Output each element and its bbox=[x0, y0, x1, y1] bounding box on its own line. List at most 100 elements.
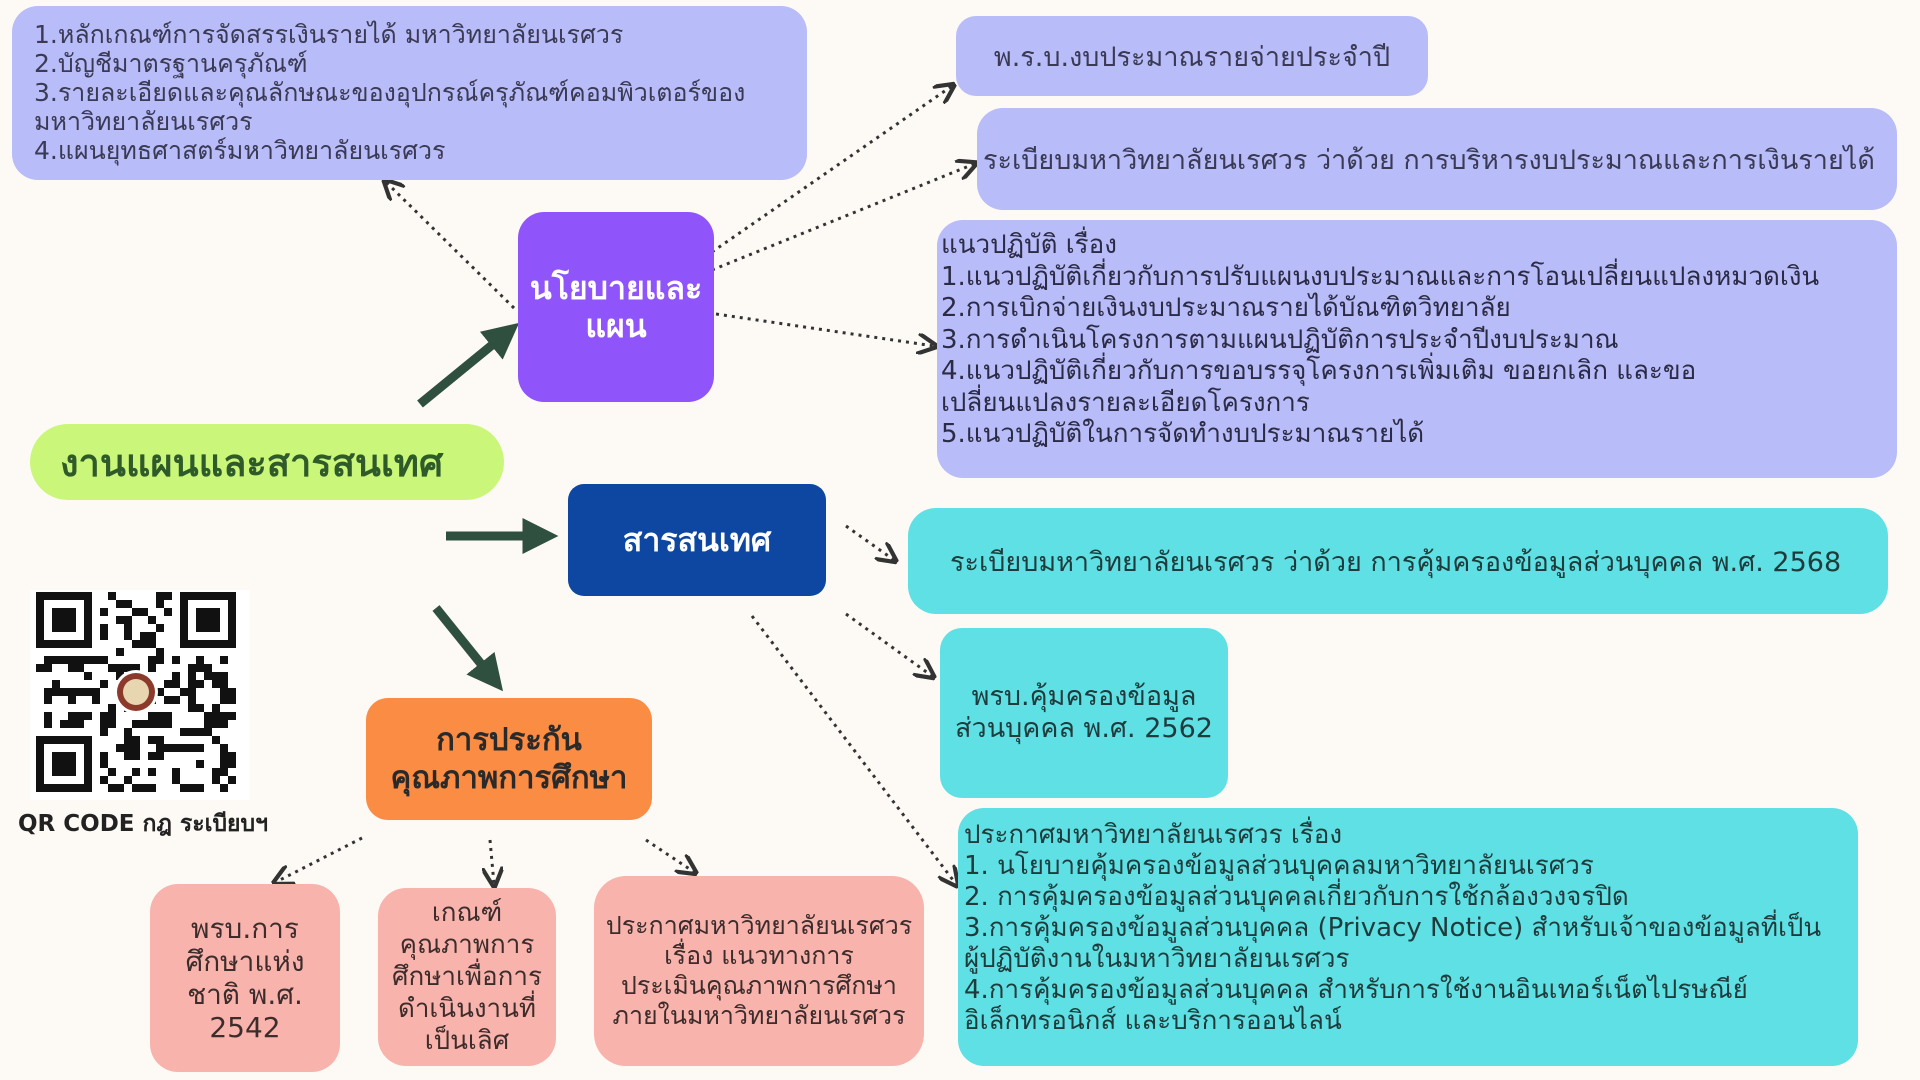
qr-code[interactable] bbox=[30, 590, 250, 800]
qr-module bbox=[132, 608, 140, 616]
education-act-box: พรบ.การ ศึกษาแห่ง ชาติ พ.ศ. 2542 bbox=[150, 884, 340, 1072]
pdpa-announcement-box: ประกาศมหาวิทยาลัยนเรศวร เรื่อง 1. นโยบาย… bbox=[958, 808, 1858, 1066]
qr-module bbox=[180, 784, 188, 792]
practice-item: 5.แนวปฏิบัติในการจัดทำงบประมาณรายได้ bbox=[941, 419, 1425, 449]
qr-module bbox=[84, 712, 92, 720]
qr-module bbox=[60, 720, 68, 728]
arrow-it-to-pdpa-act bbox=[845, 612, 932, 676]
budget-regulation-text: ระเบียบมหาวิทยาลัยนเรศวร ว่าด้วย การบริห… bbox=[983, 144, 1875, 176]
qr-code-image[interactable] bbox=[30, 590, 250, 800]
policy-doc-item: 3.รายละเอียดและคุณลักษณะของอุปกรณ์ครุภัณ… bbox=[34, 78, 746, 107]
qr-module bbox=[220, 672, 228, 680]
qr-module bbox=[148, 736, 156, 744]
pdpa-notice-item: อิเล็กทรอนิกส์ และบริการออนไลน์ bbox=[964, 1006, 1342, 1036]
qr-module bbox=[164, 696, 172, 704]
qr-module bbox=[172, 656, 180, 664]
practice-item: 4.แนวปฏิบัติเกี่ยวกับการขอบรรจุโครงการเพ… bbox=[941, 356, 1697, 386]
qr-module bbox=[116, 744, 124, 752]
qr-module bbox=[108, 664, 116, 672]
qr-module bbox=[44, 720, 52, 728]
qr-module bbox=[108, 704, 116, 712]
pdpa-notice-item: 1. นโยบายคุ้มครองข้อมูลส่วนบุคคลมหาวิทยา… bbox=[964, 851, 1594, 881]
qr-module bbox=[132, 720, 140, 728]
qr-module bbox=[228, 776, 236, 784]
qr-module bbox=[156, 736, 164, 744]
qr-module bbox=[76, 656, 84, 664]
qr-module bbox=[148, 752, 156, 760]
qr-module bbox=[76, 664, 84, 672]
main-title-text: งานแผนและสารสนเทศ bbox=[60, 440, 444, 485]
education-criteria-line: เกณฑ์ bbox=[431, 898, 503, 928]
qr-module bbox=[68, 656, 76, 664]
qr-module bbox=[100, 624, 108, 632]
qr-module bbox=[68, 720, 76, 728]
qr-module bbox=[172, 672, 180, 680]
qr-module bbox=[100, 632, 108, 640]
education-announcement-line: ประกาศมหาวิทยาลัยนเรศวร เรื่อง แนวทางการ bbox=[605, 911, 913, 970]
qr-module bbox=[92, 688, 100, 696]
qr-module bbox=[44, 656, 52, 664]
arrow-title-to-policy bbox=[417, 322, 520, 408]
budget-regulation-box: ระเบียบมหาวิทยาลัยนเรศวร ว่าด้วย การบริห… bbox=[977, 108, 1897, 210]
node-information: สารสนเทศ bbox=[568, 484, 826, 596]
pdpa-act-box: พรบ.คุ้มครองข้อมูล ส่วนบุคคล พ.ศ. 2562 bbox=[940, 628, 1228, 798]
qr-module bbox=[140, 720, 148, 728]
qr-finder-pattern bbox=[52, 752, 76, 776]
qr-module bbox=[148, 784, 156, 792]
policy-doc-item: 1.หลักเกณฑ์การจัดสรรเงินรายได้ มหาวิทยาล… bbox=[34, 20, 624, 49]
qr-module bbox=[156, 600, 164, 608]
qr-module bbox=[84, 656, 92, 664]
arrow-it-to-pdpa-reg bbox=[845, 524, 894, 560]
qr-module bbox=[68, 712, 76, 720]
qr-module bbox=[212, 776, 220, 784]
qr-module bbox=[228, 696, 236, 704]
qr-module bbox=[148, 712, 156, 720]
qr-finder-pattern bbox=[52, 608, 76, 632]
qr-module bbox=[116, 672, 124, 680]
qr-module bbox=[188, 672, 196, 680]
pdpa-notice-item: 2. การคุ้มครองข้อมูลส่วนบุคคลเกี่ยวกับกา… bbox=[964, 882, 1629, 912]
qr-module bbox=[212, 736, 220, 744]
qr-module bbox=[100, 776, 108, 784]
education-announcement-box: ประกาศมหาวิทยาลัยนเรศวร เรื่อง แนวทางการ… bbox=[594, 876, 924, 1066]
qr-module bbox=[140, 632, 148, 640]
arrow-title-to-qa bbox=[432, 605, 504, 692]
qr-module bbox=[124, 664, 132, 672]
qr-caption: QR CODE กฎ ระเบียบฯ bbox=[18, 806, 298, 837]
education-criteria-box: เกณฑ์ คุณภาพการ ศึกษาเพื่อการ ดำเนินงานท… bbox=[378, 888, 556, 1066]
qr-module bbox=[116, 600, 124, 608]
policy-doc-item: 2.บัญชีมาตรฐานครุภัณฑ์ bbox=[34, 49, 308, 78]
qr-module bbox=[212, 768, 220, 776]
qr-module bbox=[188, 696, 196, 704]
qr-module bbox=[108, 768, 116, 776]
qr-module bbox=[100, 656, 108, 664]
qr-module bbox=[132, 664, 140, 672]
practice-item: 2.การเบิกจ่ายเงินงบประมาณรายได้บัณฑิตวิท… bbox=[941, 293, 1511, 323]
arrow-policy-to-practice bbox=[715, 312, 934, 346]
node-qa-label-line1: การประกัน bbox=[436, 722, 582, 758]
arrow-qa-to-edu-act bbox=[276, 836, 363, 882]
pdpa-regulation-box: ระเบียบมหาวิทยาลัยนเรศวร ว่าด้วย การคุ้ม… bbox=[908, 508, 1888, 614]
qr-module bbox=[164, 608, 172, 616]
node-information-label: สารสนเทศ bbox=[622, 520, 772, 559]
qr-module bbox=[116, 648, 124, 656]
qr-module bbox=[172, 768, 180, 776]
qr-module bbox=[108, 720, 116, 728]
budget-act-text: พ.ร.บ.งบประมาณรายจ่ายประจำปี bbox=[993, 41, 1391, 73]
pdpa-notice-item: ประกาศมหาวิทยาลัยนเรศวร เรื่อง bbox=[964, 820, 1343, 850]
qr-module bbox=[148, 616, 156, 624]
qr-module bbox=[140, 784, 148, 792]
qr-module bbox=[124, 728, 132, 736]
arrow-it-to-pdpa-notice bbox=[750, 615, 956, 884]
practice-item: 1.แนวปฏิบัติเกี่ยวกับการปรับแผนงบประมาณแ… bbox=[941, 261, 1820, 292]
qr-module bbox=[156, 656, 164, 664]
qr-module bbox=[220, 680, 228, 688]
education-criteria-line: เป็นเลิศ bbox=[424, 1026, 510, 1056]
qr-module bbox=[196, 744, 204, 752]
qr-module bbox=[188, 664, 196, 672]
qr-module bbox=[100, 728, 108, 736]
university-emblem-icon bbox=[123, 679, 149, 705]
qr-module bbox=[124, 744, 132, 752]
education-announcement-line: ภายในมหาวิทยาลัยนเรศวร bbox=[612, 1001, 906, 1030]
qr-module bbox=[148, 664, 156, 672]
